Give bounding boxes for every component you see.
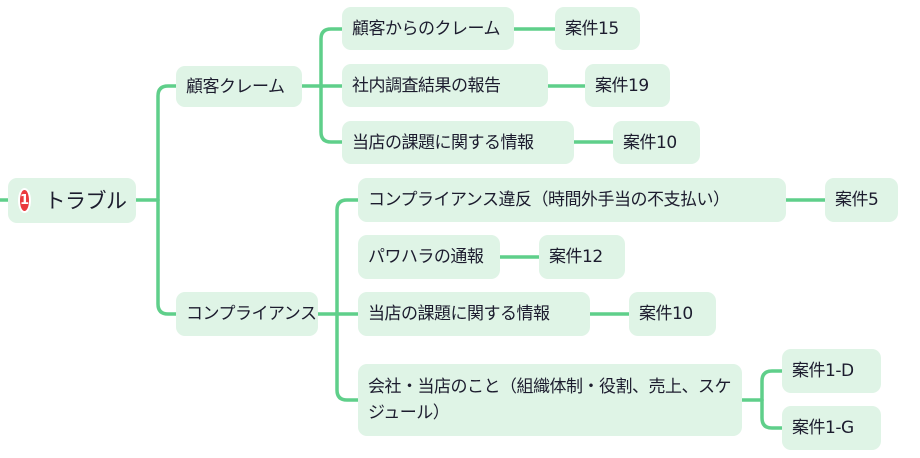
root-node[interactable]: 1 トラブル: [8, 178, 136, 223]
case-node[interactable]: 案件15: [555, 7, 640, 50]
connector: [319, 27, 344, 144]
topic-node[interactable]: 当店の課題に関する情報: [358, 292, 590, 336]
topic-node[interactable]: 顧客からのクレーム: [342, 7, 514, 50]
case-node[interactable]: 案件10: [613, 121, 700, 164]
case-node[interactable]: 案件5: [825, 178, 898, 222]
branch-node-customer-complaint[interactable]: 顧客クレーム: [176, 66, 302, 107]
branch-node-compliance[interactable]: コンプライアンス: [176, 292, 318, 336]
connector: [760, 369, 784, 430]
topic-node[interactable]: 社内調査結果の報告: [342, 64, 548, 107]
topic-node[interactable]: コンプライアンス違反（時間外手当の不支払い）: [358, 178, 786, 222]
priority-1-icon: 1: [18, 188, 31, 213]
case-node[interactable]: 案件12: [539, 235, 625, 279]
root-label: トラブル: [44, 188, 128, 213]
topic-node[interactable]: 会社・当店のこと（組織体制・役割、売上、スケジュール）: [358, 364, 742, 436]
case-node[interactable]: 案件1-D: [782, 349, 881, 393]
case-node[interactable]: 案件19: [585, 64, 670, 107]
case-node[interactable]: 案件1-G: [782, 406, 881, 450]
topic-node[interactable]: パワハラの通報: [358, 235, 500, 279]
topic-node[interactable]: 当店の課題に関する情報: [342, 121, 574, 164]
connector: [335, 198, 360, 402]
case-node[interactable]: 案件10: [629, 292, 716, 336]
connector: [156, 84, 178, 316]
